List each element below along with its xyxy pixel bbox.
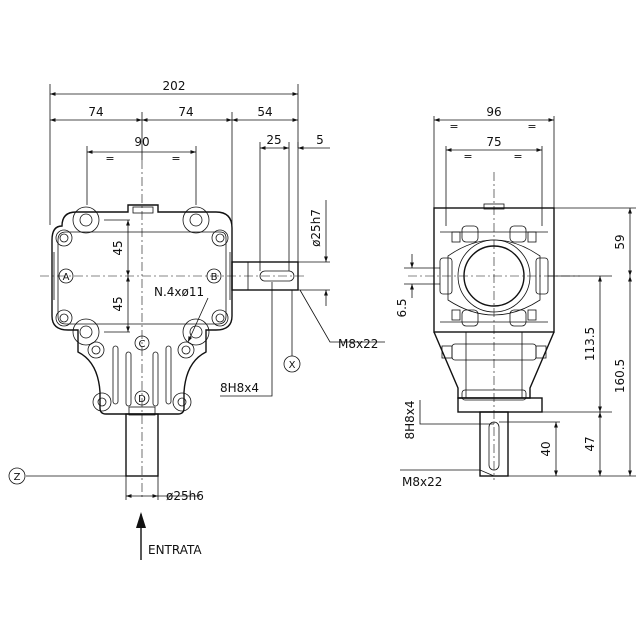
housing-ribs (53, 252, 231, 407)
marker-z: Z (14, 472, 21, 483)
equal-mark-left: = (105, 152, 114, 165)
dim-right-half: 74 (178, 105, 193, 119)
marker-b-circle (206, 268, 222, 284)
dim-lower-bolt: 45 (111, 296, 125, 311)
marker-b: B (211, 272, 218, 283)
front-flange-inner (57, 231, 227, 325)
dim-overall-width: 202 (163, 79, 186, 93)
side-equal-mark-top-right: = (527, 120, 536, 133)
shaft-diameter-bottom: ø25h6 (166, 489, 204, 503)
dim-key-length: 25 (266, 133, 281, 147)
input-arrow-head (136, 512, 146, 528)
side-bore (439, 239, 549, 316)
side-dim-key-length: 40 (539, 441, 553, 456)
marker-d-circle (134, 390, 150, 406)
marker-d: D (138, 394, 146, 405)
side-dim-mid: 113.5 (583, 327, 597, 361)
front-extension-lines (49, 84, 330, 500)
marker-a-circle (58, 268, 74, 284)
side-view: 96 = = 75 = = 59 6.5 113.5 160.5 47 40 8… (395, 105, 636, 489)
side-dim-total: 160.5 (613, 359, 627, 393)
input-label: ENTRATA (148, 543, 202, 557)
side-equal-mark-left: = (463, 150, 472, 163)
leader-thread-right (299, 289, 385, 343)
side-dim-shaft: 47 (583, 436, 597, 451)
bolt-bosses (55, 206, 229, 412)
side-equal-mark-right: = (513, 150, 522, 163)
leader-key-right (220, 282, 273, 397)
side-dim-top: 59 (613, 234, 627, 249)
side-thread-bottom: M8x22 (402, 475, 442, 489)
side-dim-width: 96 (486, 105, 501, 119)
dim-bolt-spacing: 90 (134, 135, 149, 149)
side-extension-lines (404, 116, 636, 477)
dim-shaft-length: 54 (257, 105, 272, 119)
marker-z-circle (8, 467, 26, 485)
dim-left-half: 74 (88, 105, 103, 119)
side-bolt-bosses (441, 225, 547, 401)
leader-hole-callout (187, 297, 209, 343)
marker-c: C (139, 339, 146, 350)
marker-c-circle (134, 335, 150, 351)
bottom-shaft (125, 406, 159, 477)
side-dim-key-width: 6.5 (395, 298, 409, 317)
dim-shaft-end: 5 (316, 133, 324, 147)
marker-a: A (63, 272, 70, 283)
shaft-diameter-right: ø25h7 (309, 209, 323, 247)
front-view: A B C D X Z 202 74 74 54 90 = = 25 5 45 … (8, 79, 385, 560)
hole-callout: N.4xø11 (154, 285, 204, 299)
side-equal-mark-top-left: = (449, 120, 458, 133)
key-right: 8H8x4 (220, 381, 259, 395)
marker-x: X (289, 360, 296, 371)
side-leader-key (419, 400, 494, 425)
marker-x-circle (283, 355, 301, 373)
top-boss (132, 206, 154, 214)
thread-right: M8x22 (338, 337, 378, 351)
side-leader-thread (400, 469, 495, 477)
equal-mark-right: = (171, 152, 180, 165)
side-dim-bolt-spacing: 75 (486, 135, 501, 149)
dim-upper-bolt: 45 (111, 240, 125, 255)
side-key-bottom: 8H8x4 (403, 400, 417, 439)
